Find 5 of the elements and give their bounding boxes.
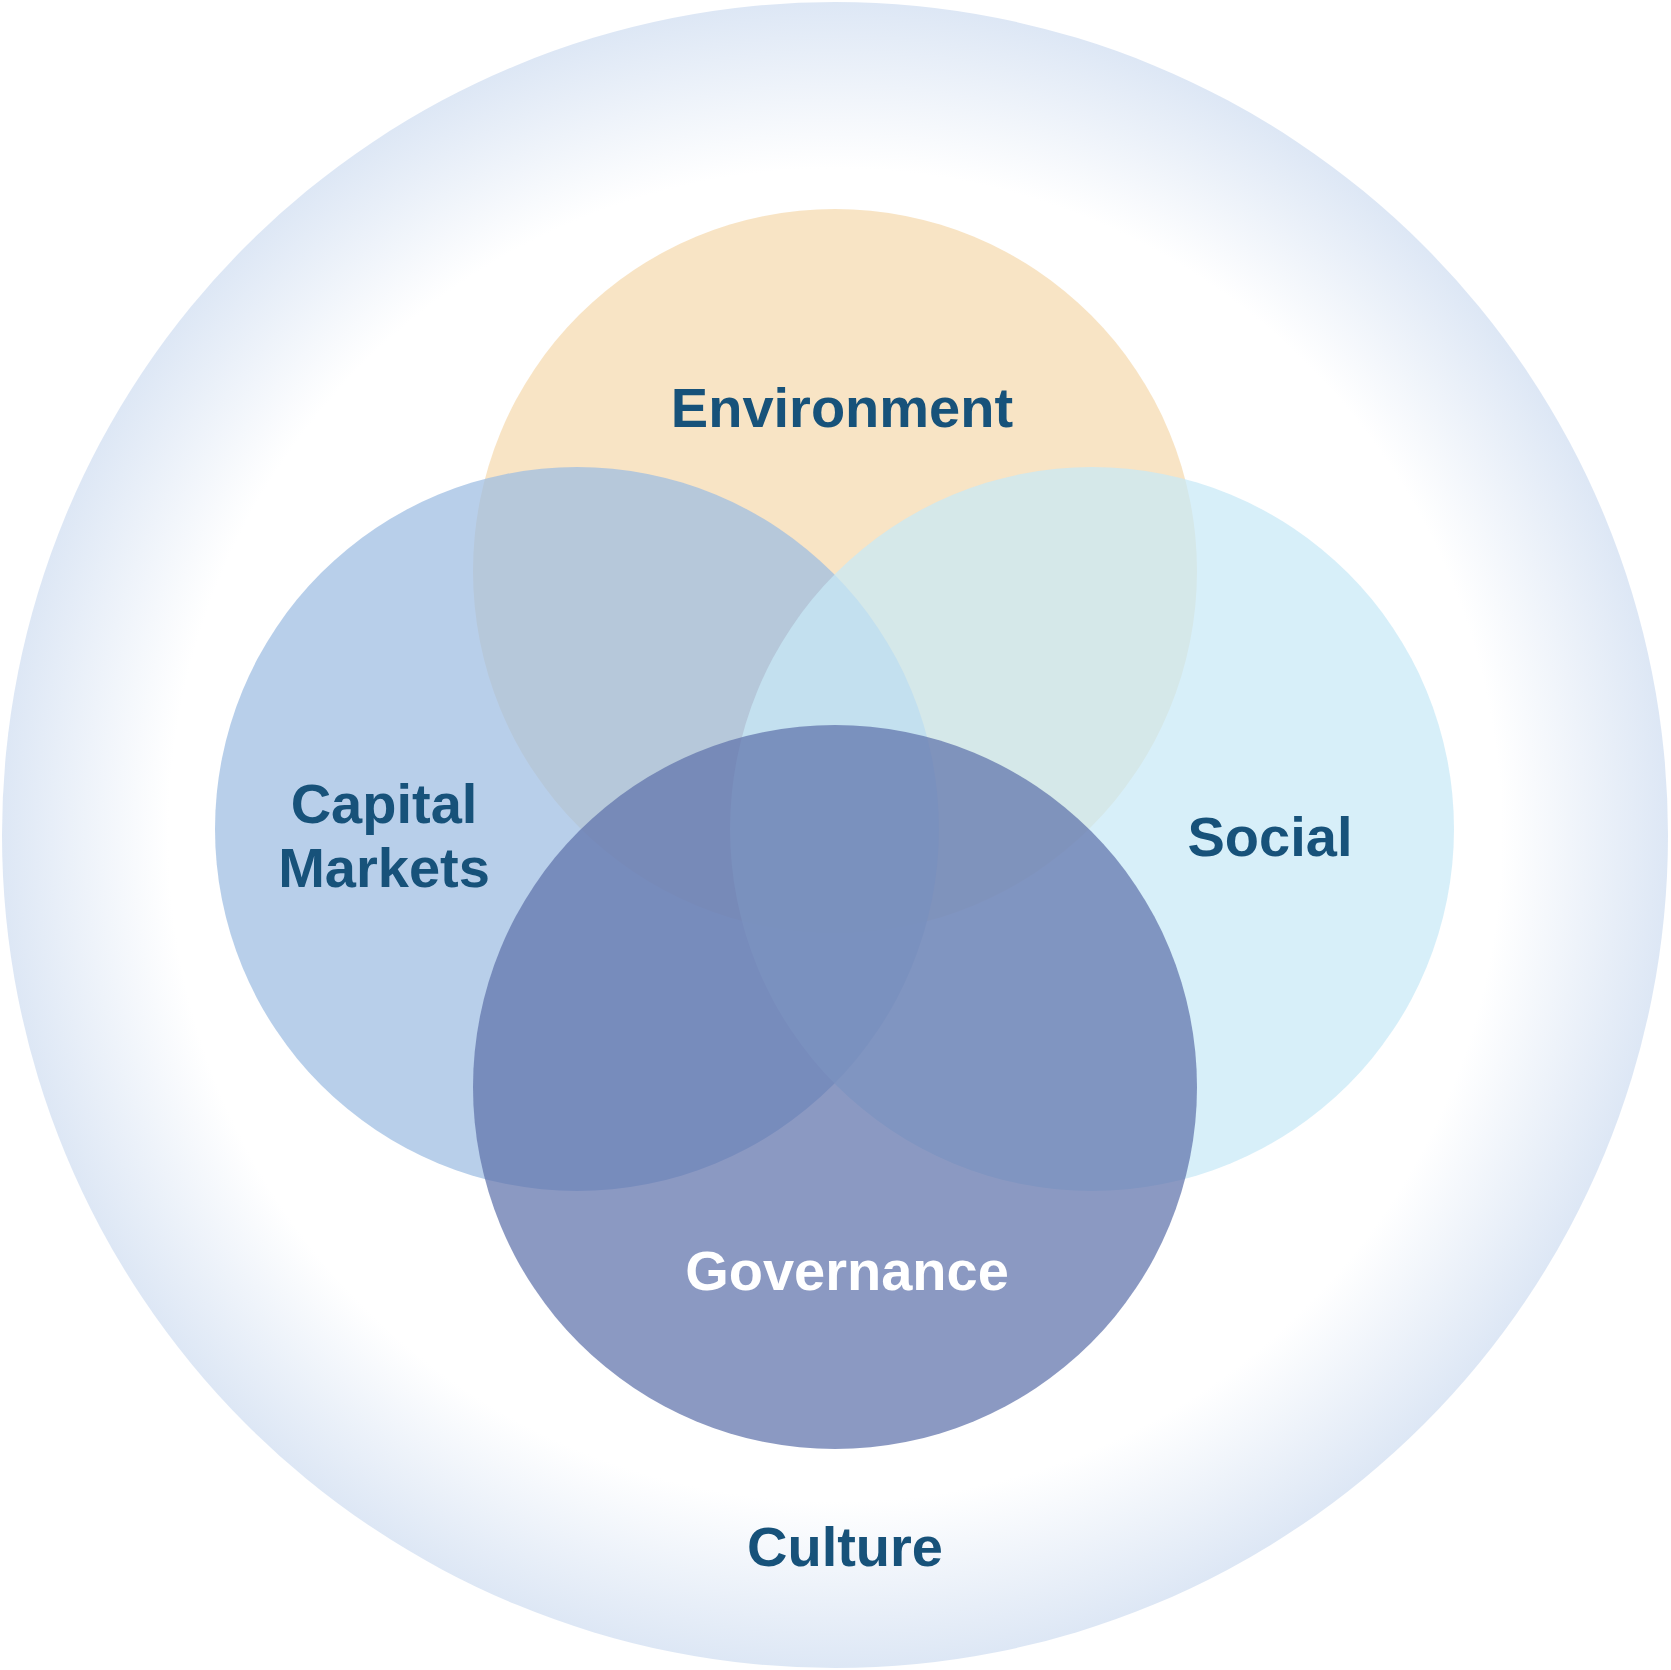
circle-label: Culture	[746, 1515, 944, 1579]
circle-label: Environment	[669, 376, 1015, 440]
circle-label: Governance	[684, 1239, 1010, 1303]
circle-label: Capital Markets	[277, 772, 491, 900]
circle-label: Social	[1186, 805, 1354, 869]
